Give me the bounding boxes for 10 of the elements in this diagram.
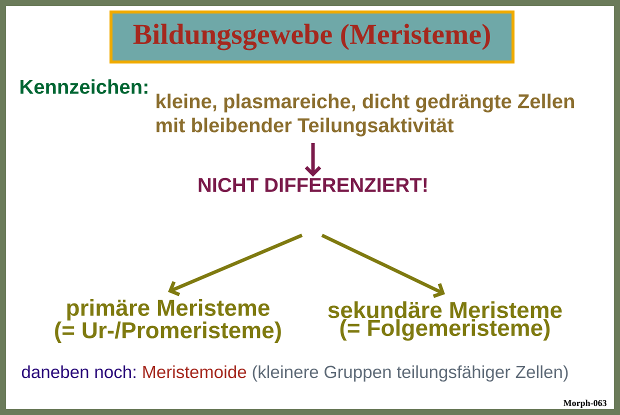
note-text: daneben noch: Meristemoide (kleinere Gruppen teilungsfähiger Zellen) [22, 365, 568, 382]
figure-code: Morph-063 [563, 400, 606, 408]
category-text: primäre Meristeme (= Ur-/Promeristeme) [55, 299, 281, 343]
arrow [304, 143, 322, 177]
statement-text: NICHT DIFFERENZIERT! [198, 178, 427, 192]
feature-text: Kennzeichen: kleine, plasmareiche, dicht gedrängte Zellen mit bleibender Teilungsaktivität [20, 79, 574, 136]
category-text: sekundäre Meristeme (= Folgemeristeme) [328, 301, 562, 341]
arrow [321, 234, 445, 298]
title-box: Bildungsgewebe (Meristeme) [110, 10, 514, 64]
arrow [168, 234, 303, 296]
